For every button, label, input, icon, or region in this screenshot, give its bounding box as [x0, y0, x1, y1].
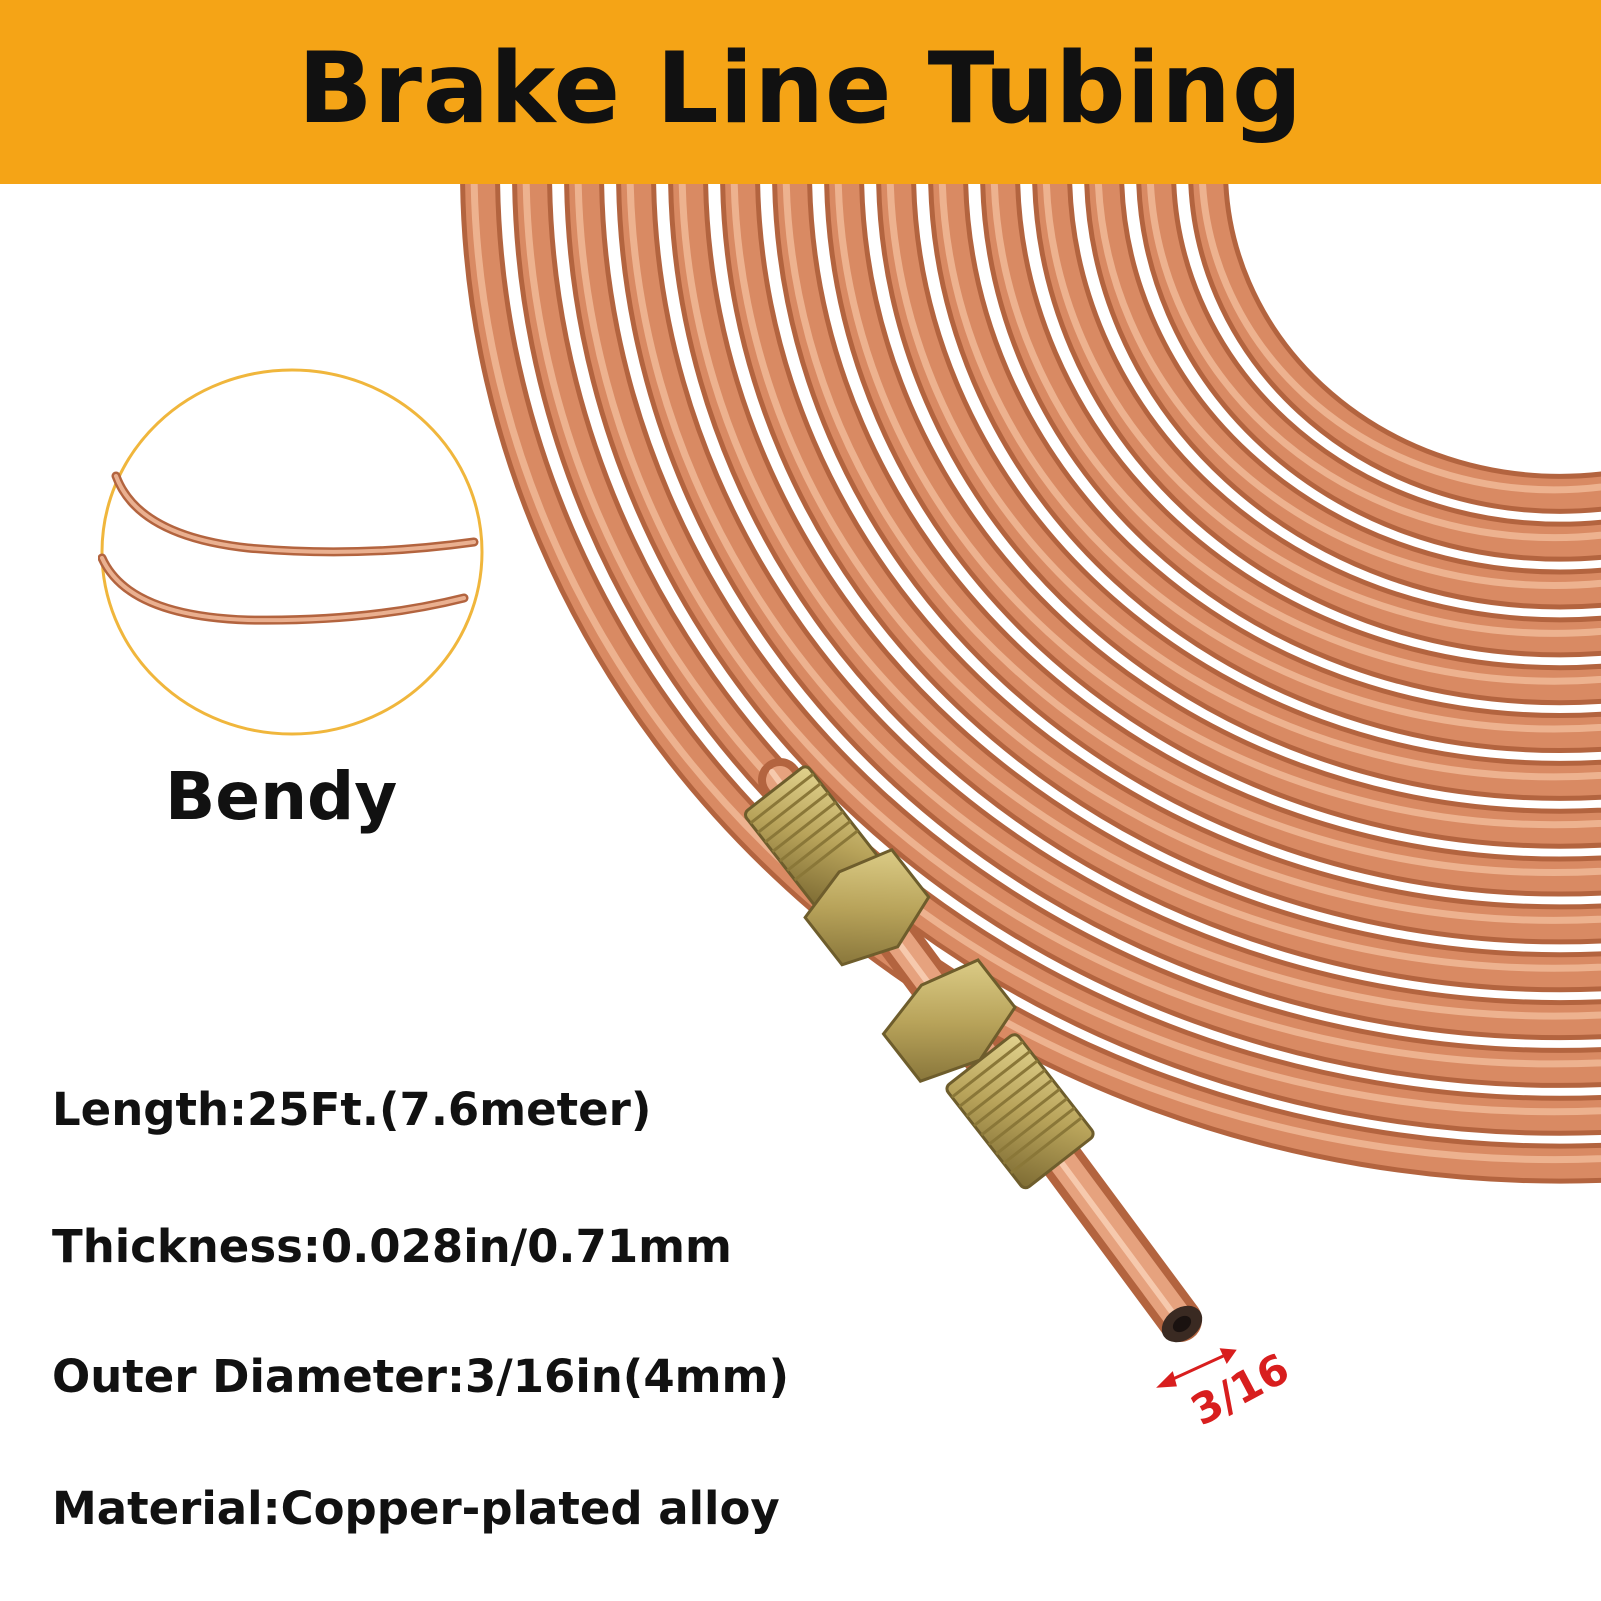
coil-ring-body: [777, 184, 1601, 892]
coil-ring-highlight: [990, 184, 1601, 685]
bendy-zoom-circle: [98, 368, 484, 736]
coil-ring-highlight: [730, 184, 1601, 924]
coil-ring-highlight: [1095, 184, 1601, 589]
coil-ring-body: [725, 184, 1601, 940]
coil-ring-body: [517, 184, 1601, 1131]
coil-ring-body: [1037, 184, 1601, 653]
coil-ring-body: [1141, 184, 1601, 557]
coil-ring-body: [881, 184, 1601, 796]
coil-ring-highlight: [522, 184, 1601, 1115]
coil-ring-highlight: [1199, 184, 1601, 494]
coil-ring-highlight: [626, 184, 1601, 1020]
title-banner: Brake Line Tubing: [0, 0, 1601, 184]
coil-ring-body: [985, 184, 1601, 701]
coil-ring-highlight: [470, 184, 1601, 1163]
coil-ring-body: [673, 184, 1601, 987]
coil-ring-body: [1193, 184, 1601, 509]
banner-title: Brake Line Tubing: [297, 32, 1304, 146]
coil-ring-highlight: [678, 184, 1601, 972]
coil-ring-highlight: [1147, 184, 1601, 542]
coil-ring-body: [621, 184, 1601, 1035]
spec-outer-diameter: Outer Diameter:3/16in(4mm): [52, 1350, 790, 1403]
spec-length: Length:25Ft.(7.6meter): [52, 1083, 652, 1136]
coil-ring-highlight: [938, 184, 1601, 733]
spec-thickness: Thickness:0.028in/0.71mm: [52, 1220, 732, 1273]
coil-ring-highlight: [782, 184, 1601, 876]
coil-ring-highlight: [1042, 184, 1601, 637]
coil-ring-body: [829, 184, 1601, 844]
spec-material: Material:Copper-plated alloy: [52, 1482, 780, 1535]
coil-ring-body: [465, 184, 1601, 1179]
coil-ring-highlight: [886, 184, 1601, 781]
coil-ring-body: [933, 184, 1601, 748]
tube-end-with-fittings: [743, 758, 1203, 1343]
coil-ring-highlight: [834, 184, 1601, 829]
coil-ring-body: [569, 184, 1601, 1083]
bendy-label: Bendy: [165, 758, 398, 835]
coil-ring-highlight: [574, 184, 1601, 1068]
coil-rings: [460, 184, 1601, 1184]
coil-ring-body: [1089, 184, 1601, 605]
